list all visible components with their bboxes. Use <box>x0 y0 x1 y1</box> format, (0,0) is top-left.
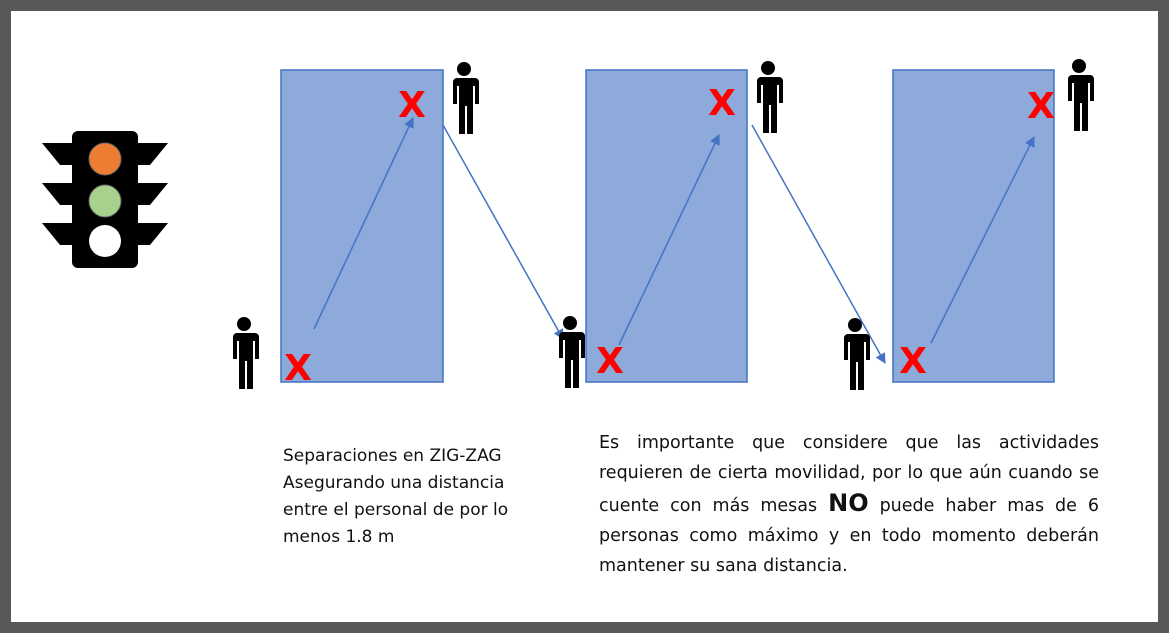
mobility-note: Es importante que considere que las acti… <box>599 428 1099 581</box>
mobility-note-emphasis: NO <box>828 489 869 517</box>
x-mark-2: X <box>398 85 426 126</box>
mobility-note-before: Es importante que considere que las acti… <box>599 433 1099 516</box>
x-mark-3: X <box>596 341 624 382</box>
x-mark-4: X <box>708 83 736 124</box>
person-icon <box>559 316 585 388</box>
arrow-5 <box>930 136 1035 344</box>
light-top <box>88 142 122 176</box>
table-3 <box>892 69 1055 383</box>
person-icon <box>1068 59 1094 131</box>
x-mark-5: X <box>899 341 927 382</box>
x-mark-1: X <box>284 348 312 389</box>
arrow-3 <box>618 134 720 346</box>
light-middle <box>88 184 122 218</box>
arrow-4 <box>751 124 886 364</box>
person-icon <box>453 62 479 134</box>
zigzag-caption: Separaciones en ZIG-ZAG Asegurando una d… <box>283 446 509 547</box>
arrow-1 <box>313 117 414 330</box>
person-icon <box>233 317 259 389</box>
person-icon <box>757 61 783 133</box>
light-bottom <box>89 225 121 257</box>
mobility-note-after: puede haber mas de 6 personas como máxim… <box>599 496 1100 576</box>
arrow-2 <box>442 124 564 340</box>
table-2 <box>585 69 748 383</box>
x-mark-6: X <box>1027 86 1055 127</box>
traffic-light-icon <box>42 131 168 268</box>
